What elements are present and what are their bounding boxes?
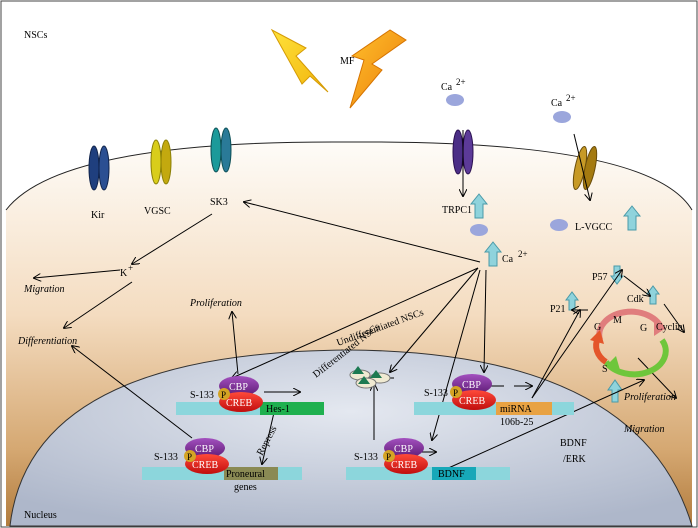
creb-label: CREB bbox=[192, 460, 218, 471]
mf-label: MF bbox=[340, 56, 355, 67]
s133-label: S-133 bbox=[354, 452, 378, 463]
vgsc-channel-icon bbox=[150, 139, 172, 185]
s133-label: S-133 bbox=[190, 390, 214, 401]
cdk-label: Cdk bbox=[627, 294, 644, 305]
phase-m-label: M bbox=[613, 315, 622, 326]
p-label: P bbox=[221, 390, 226, 400]
s133-label: S-133 bbox=[424, 388, 448, 399]
mirna-id-label: 106b-25 bbox=[500, 417, 533, 428]
creb-cbp-complex bbox=[218, 376, 263, 412]
proneural-label: Proneural bbox=[226, 469, 265, 480]
phase-g-left-label: G bbox=[594, 322, 601, 333]
s133-label: S-133 bbox=[154, 452, 178, 463]
up-arrow-icon bbox=[469, 193, 489, 219]
cbp-label: CBP bbox=[195, 444, 214, 455]
bdnf-erk-label: BDNF bbox=[560, 438, 587, 449]
calcium-label: Ca bbox=[441, 82, 453, 93]
ca-label: Ca bbox=[502, 254, 514, 265]
l-vgcc-label: L-VGCC bbox=[575, 222, 613, 233]
migration-label: Migration bbox=[23, 284, 65, 295]
bdnf-gene-box bbox=[432, 467, 476, 480]
trpc1-channel-icon bbox=[452, 129, 474, 175]
l-vgcc-channel-icon bbox=[572, 145, 598, 191]
vgsc-label: VGSC bbox=[144, 206, 171, 217]
p21-label: P21 bbox=[550, 304, 566, 315]
chromatin-icon bbox=[349, 366, 391, 389]
proneural-genes-label: genes bbox=[234, 482, 257, 493]
calcium-ion-icon bbox=[446, 94, 464, 106]
proliferation-label: Proliferation bbox=[189, 298, 242, 309]
k-label: K bbox=[120, 268, 128, 279]
up-arrow-icon bbox=[607, 379, 623, 403]
mirna-gene-box bbox=[496, 402, 552, 415]
up-arrow-icon bbox=[483, 241, 503, 267]
kir-label: Kir bbox=[91, 210, 105, 221]
nucleus-label: Nucleus bbox=[24, 510, 57, 521]
phase-g-right-label: G bbox=[640, 323, 647, 334]
cbp-label: CBP bbox=[229, 382, 248, 393]
proliferation-label: Proliferation bbox=[623, 392, 676, 403]
proneural-gene-box bbox=[224, 467, 278, 480]
lightning-bolt-right-icon bbox=[349, 29, 407, 109]
dna-strand-bdnf bbox=[346, 467, 510, 480]
differentiation-label: Differentiation bbox=[17, 336, 77, 347]
hes1-gene-box bbox=[260, 402, 324, 415]
ca-superscript: 2+ bbox=[518, 249, 528, 259]
p-label: P bbox=[187, 452, 192, 462]
cyclin-label: Cyclin bbox=[656, 322, 683, 333]
up-arrow-icon bbox=[622, 205, 642, 231]
cell-cycle-icon bbox=[590, 308, 669, 378]
lightning-bolt-left-icon bbox=[270, 28, 329, 93]
calcium-superscript: 2+ bbox=[456, 77, 466, 87]
creb-label: CREB bbox=[226, 398, 252, 409]
calcium-ion-icon bbox=[550, 219, 568, 231]
hes1-label: Hes-1 bbox=[266, 404, 290, 415]
nscs-label: NSCs bbox=[24, 30, 47, 41]
kir-channel-icon bbox=[88, 145, 110, 191]
migration-label: Migration bbox=[623, 424, 665, 435]
calcium-ion-icon bbox=[553, 111, 571, 123]
cbp-label: CBP bbox=[462, 380, 481, 391]
creb-cbp-complex bbox=[450, 374, 496, 410]
nucleus bbox=[9, 349, 693, 527]
phase-s-label: S bbox=[602, 364, 608, 375]
calcium-superscript: 2+ bbox=[566, 93, 576, 103]
arrow bbox=[573, 133, 590, 200]
p-label: P bbox=[386, 452, 391, 462]
creb-label: CREB bbox=[459, 396, 485, 407]
cbp-label: CBP bbox=[394, 444, 413, 455]
cell-membrane bbox=[5, 141, 693, 211]
p-label: P bbox=[453, 388, 458, 398]
creb-label: CREB bbox=[391, 460, 417, 471]
k-superscript: + bbox=[128, 263, 133, 273]
calcium-ion-icon bbox=[470, 224, 488, 236]
mirna-label: miRNA bbox=[500, 404, 532, 415]
sk3-channel-icon bbox=[210, 127, 232, 173]
sk3-label: SK3 bbox=[210, 197, 228, 208]
calcium-label: Ca bbox=[551, 98, 563, 109]
trpc1-label: TRPC1 bbox=[442, 205, 472, 216]
creb-cbp-complex bbox=[184, 438, 229, 474]
bdnf-gene-label: BDNF bbox=[438, 469, 465, 480]
creb-cbp-complex bbox=[383, 438, 428, 474]
bdnf-erk-label: /ERK bbox=[563, 454, 587, 465]
p57-label: P57 bbox=[592, 272, 608, 283]
